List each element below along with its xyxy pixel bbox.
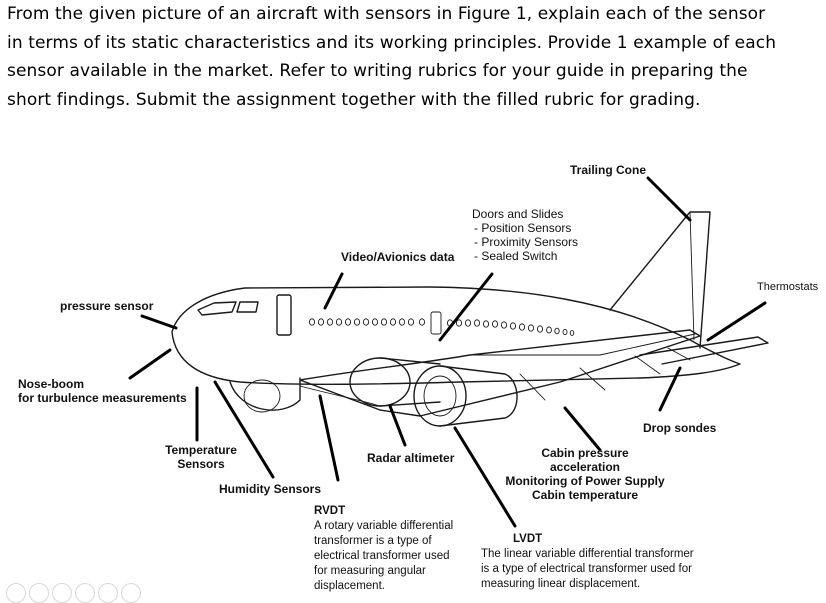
cockpit-windows <box>197 301 237 316</box>
label-thermostats: Thermostats <box>757 281 819 293</box>
rvdt-line-1: A rotary variable differential <box>314 520 454 532</box>
front-door <box>276 294 292 336</box>
doors-item-proximity: - Proximity Sensors <box>474 235 579 249</box>
label-doors-and-slides: Doors and Slides - Position Sensors - Pr… <box>472 207 578 263</box>
license-nc-icon <box>52 583 72 603</box>
cabin-pressure: Cabin pressure <box>541 446 629 460</box>
aircraft-drawing <box>128 176 769 528</box>
label-trailing-cone: Trailing Cone <box>570 163 647 177</box>
lvdt-title: LVDT <box>513 533 543 545</box>
tail-fin <box>609 211 711 349</box>
temperature-line-2: Sensors <box>177 457 225 471</box>
doors-item-position: - Position Sensors <box>474 221 572 235</box>
doors-title: Doors and Slides <box>472 207 564 221</box>
rvdt-line-3: electrical transformer used <box>314 550 450 562</box>
instructions-line-3: sensor available in the market. Refer to… <box>7 61 748 81</box>
engine-left-front <box>229 377 301 411</box>
doors-item-sealed-switch: - Sealed Switch <box>474 249 558 263</box>
nose-boom-line-1: Nose-boom <box>18 377 84 391</box>
passenger-windows <box>308 311 575 336</box>
label-video-avionics: Video/Avionics data <box>341 250 455 264</box>
license-icons <box>6 583 141 603</box>
leader-lines <box>128 176 767 528</box>
rvdt-line-2: transformer is a type of <box>314 535 432 547</box>
nose-boom-line-2: for turbulence measurements <box>18 391 187 405</box>
instructions-line-4: short findings. Submit the assignment to… <box>7 89 701 110</box>
assignment-instructions: From the given picture of an aircraft wi… <box>7 0 822 114</box>
engine-right-front <box>413 365 467 427</box>
instructions-line-2: in terms of its static characteristics a… <box>7 32 777 53</box>
rvdt-title: RVDT <box>314 505 346 517</box>
label-nose-boom: Nose-boom for turbulence measurements <box>18 377 187 405</box>
rvdt-line-5: displacement. <box>314 580 385 592</box>
license-extra-icon <box>121 583 141 603</box>
cabin-acceleration: acceleration <box>549 460 621 474</box>
license-cc-icon <box>6 583 26 603</box>
license-by-icon <box>29 583 49 603</box>
label-pressure-sensor: pressure sensor <box>60 299 154 313</box>
lvdt-line-1: The linear variable differential transfo… <box>481 548 694 560</box>
label-cabin-group: Cabin pressure acceleration Monitoring o… <box>500 446 670 502</box>
label-temperature-sensors: Temperature Sensors <box>163 443 239 471</box>
label-humidity-sensors: Humidity Sensors <box>219 482 322 496</box>
main-wing <box>299 329 701 417</box>
lvdt-line-2: is a type of electrical transformer used… <box>481 563 692 575</box>
horizontal-stabilizer <box>639 336 769 365</box>
cabin-temperature: Cabin temperature <box>531 488 639 502</box>
label-rvdt: RVDT A rotary variable differential tran… <box>314 504 453 594</box>
power-supply-monitoring: Monitoring of Power Supply <box>505 474 665 488</box>
aircraft-sensor-figure: Trailing Cone Doors and Slides - Positio… <box>0 150 826 598</box>
lvdt-line-3: measuring linear displacement. <box>481 578 641 590</box>
fuselage <box>171 286 741 386</box>
label-drop-sondes: Drop sondes <box>643 421 717 435</box>
temperature-line-1: Temperature <box>165 443 237 457</box>
license-sa-icon <box>75 583 95 603</box>
instructions-line-1: From the given picture of an aircraft wi… <box>7 4 766 24</box>
engine-left-rear <box>349 357 411 407</box>
label-lvdt: LVDT The linear variable differential tr… <box>481 532 694 592</box>
label-radar-altimeter: Radar altimeter <box>367 451 455 465</box>
license-nd-icon <box>98 583 118 603</box>
rvdt-line-4: for measuring angular <box>314 565 426 577</box>
